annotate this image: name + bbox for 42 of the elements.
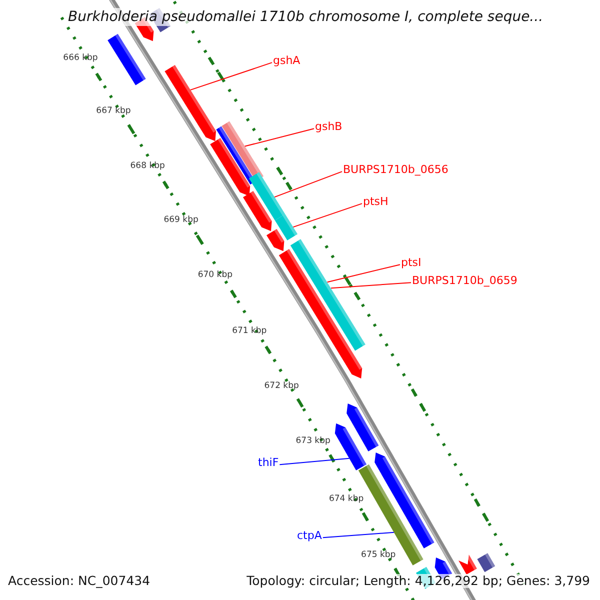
scale-label: 669 kbp <box>164 216 198 226</box>
scale-label: 668 kbp <box>130 162 165 172</box>
leader-line <box>274 171 342 198</box>
gene-feature <box>346 404 379 452</box>
gene-feature <box>108 34 146 86</box>
gene-label: gshA <box>273 55 300 68</box>
gene-feature <box>248 172 286 220</box>
leader-line <box>244 128 314 147</box>
gene-feature <box>274 214 298 240</box>
gene-label: thiF <box>258 457 279 470</box>
scale-label: 670 kbp <box>198 271 232 281</box>
gene-label: ctpA <box>297 530 322 543</box>
leader-line <box>322 532 394 538</box>
gene-label: ptsI <box>401 257 422 270</box>
leader-line <box>190 62 272 90</box>
gene-label: BURPS1710b_0656 <box>343 164 448 177</box>
scale-label: 673 kbp <box>296 437 330 447</box>
gene-feature <box>243 191 272 232</box>
leader-line <box>326 264 400 283</box>
gene-feature <box>278 249 362 378</box>
gene-feature <box>374 452 434 548</box>
scale-label: 675 kbp <box>361 551 396 561</box>
scale-label: 672 kbp <box>264 382 299 392</box>
gene-label: BURPS1710b_0659 <box>412 275 518 288</box>
map-info: Accession: NC_007434 <box>8 574 150 588</box>
gene-label: gshB <box>315 121 342 134</box>
scale-label: 671 kbp <box>232 327 267 337</box>
gene-feature <box>334 423 366 470</box>
gene-feature <box>164 65 216 142</box>
leader-line <box>292 203 362 228</box>
gene-feature <box>477 553 496 572</box>
gene-feature <box>210 138 250 196</box>
gene-feature <box>290 239 366 351</box>
leader-line <box>330 282 412 289</box>
gene-feature <box>266 229 284 252</box>
scale-label: 667 kbp <box>96 107 131 117</box>
gene-feature <box>216 126 256 184</box>
leader-line <box>279 458 350 466</box>
gene-feature <box>458 554 477 574</box>
scale-label: 674 kbp <box>328 495 364 505</box>
gene-label: ptsH <box>363 196 388 209</box>
scale-label: 666 kbp <box>63 54 98 64</box>
